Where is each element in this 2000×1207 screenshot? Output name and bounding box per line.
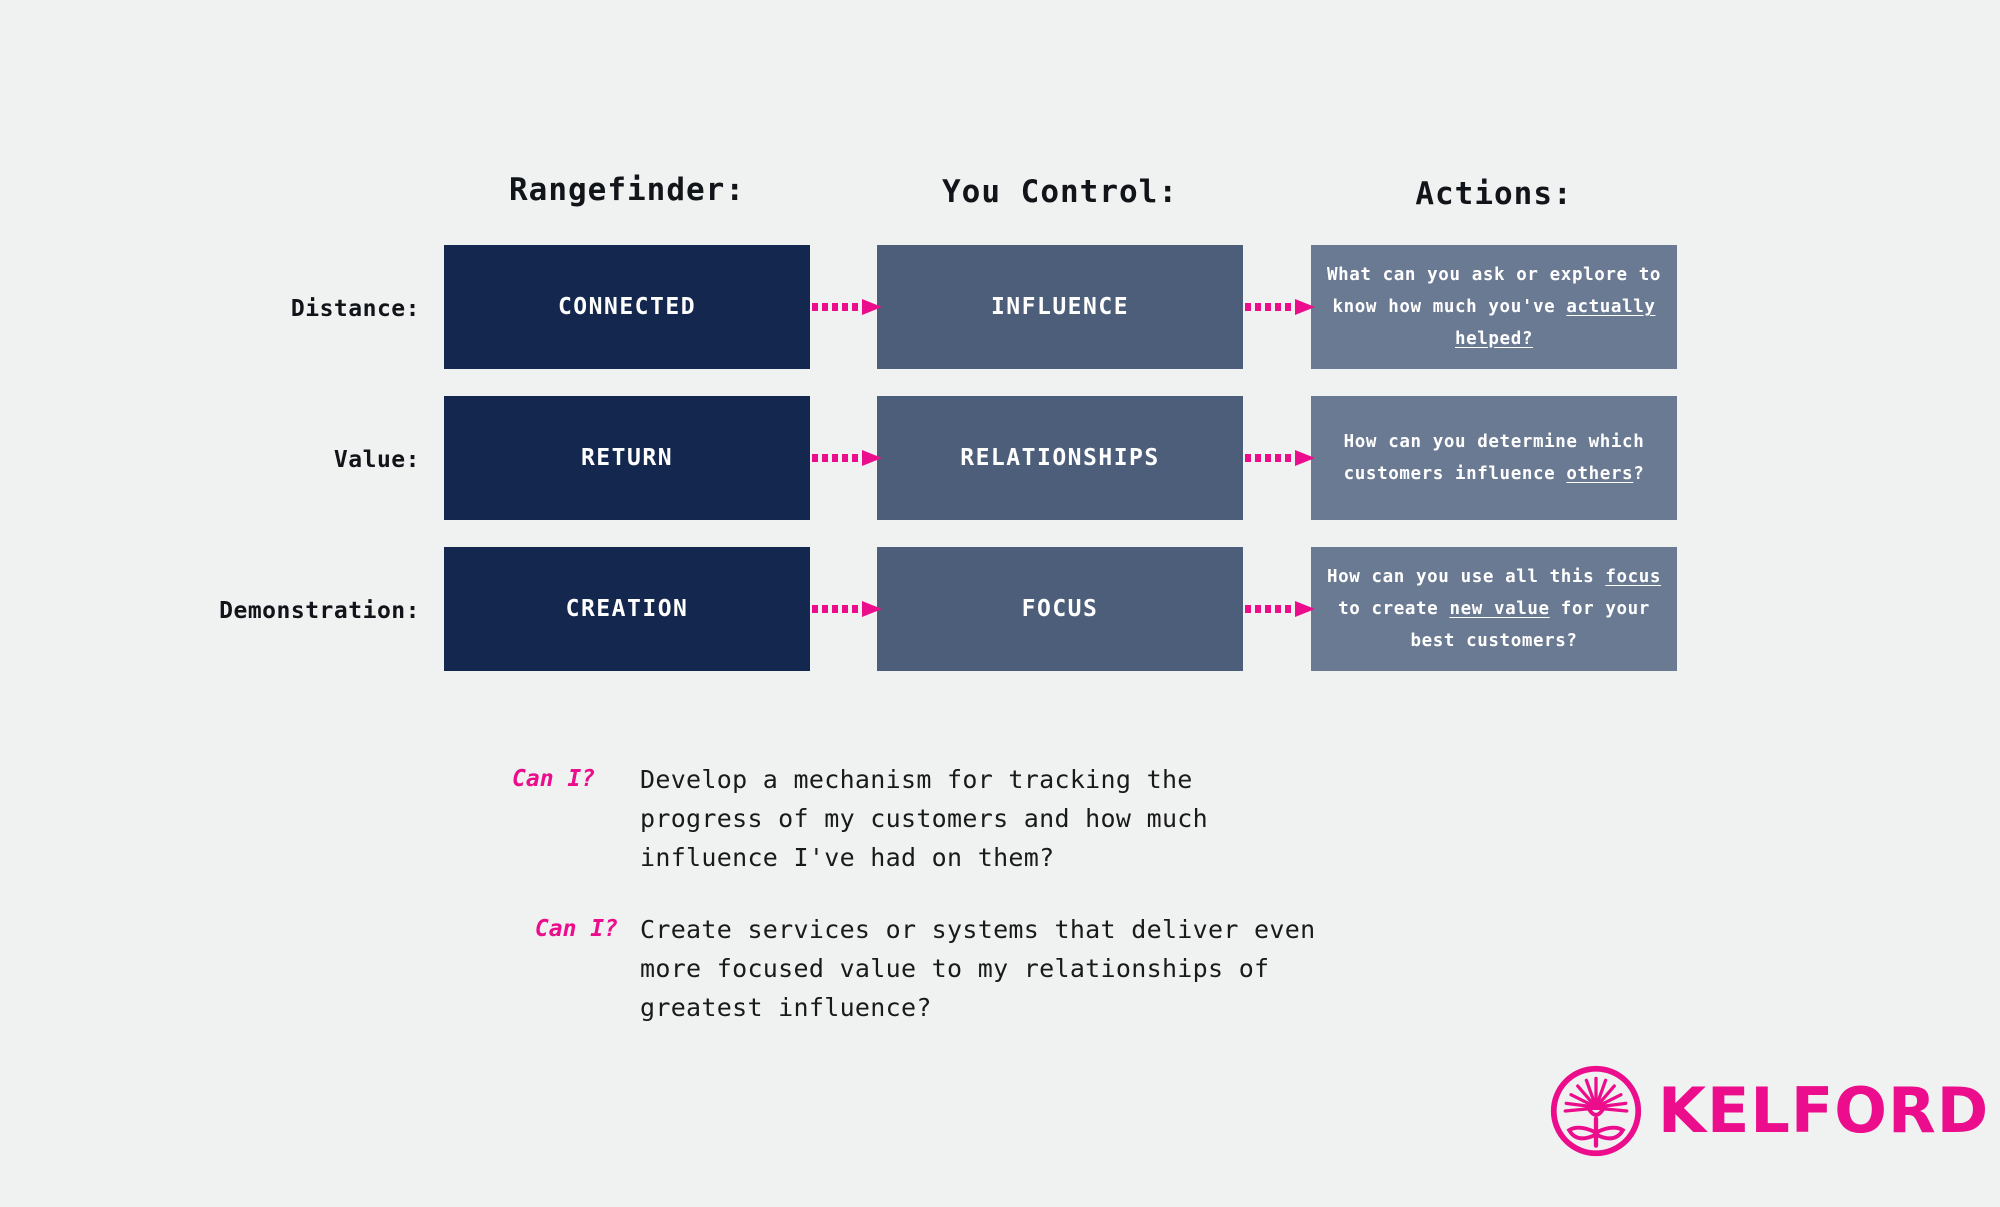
arrow-connector-icon — [1245, 601, 1315, 617]
you-control-box-demonstration[interactable]: FOCUS — [877, 547, 1243, 671]
flower-emblem-icon — [1550, 1065, 1642, 1157]
box-label: RETURN — [580, 445, 674, 471]
action-box-demonstration[interactable]: How can you use all this focus to create… — [1311, 547, 1677, 671]
rangefinder-box-value[interactable]: RETURN — [444, 396, 810, 520]
arrow-connector-icon — [812, 601, 882, 617]
box-label: CONNECTED — [557, 294, 697, 320]
arrow-connector-icon — [1245, 450, 1315, 466]
you-control-box-distance[interactable]: INFLUENCE — [877, 245, 1243, 369]
question-text: Develop a mechanism for tracking the pro… — [640, 765, 1208, 872]
action-box-value[interactable]: How can you determine which customers in… — [1311, 396, 1677, 520]
action-text: What can you ask or explore to know how … — [1326, 265, 1662, 349]
kelford-logo: KELFORD — [1548, 1063, 1989, 1159]
box-label: FOCUS — [1021, 596, 1099, 622]
row-label-value: Value: — [333, 447, 420, 473]
action-text: How can you determine which customers in… — [1343, 432, 1645, 484]
you-control-box-value[interactable]: RELATIONSHIPS — [877, 396, 1243, 520]
action-text: How can you use all this focus to create… — [1326, 567, 1662, 651]
row-label-demonstration: Demonstration: — [219, 598, 420, 624]
row-label-distance: Distance: — [290, 296, 420, 322]
box-label: INFLUENCE — [990, 294, 1130, 320]
column-header-you-control: You Control: — [942, 174, 1178, 210]
can-i-label: Can I? — [512, 766, 596, 792]
can-i-label: Can I? — [534, 916, 618, 942]
question-row: Can I? Create services or systems that d… — [512, 910, 1315, 1027]
question-text: Create services or systems that deliver … — [640, 915, 1316, 1022]
arrow-connector-icon — [812, 450, 882, 466]
box-label: CREATION — [565, 596, 689, 622]
question-row: Can I? Develop a mechanism for tracking … — [512, 760, 1208, 877]
arrow-connector-icon — [1245, 299, 1315, 315]
arrow-connector-icon — [812, 299, 882, 315]
action-box-distance[interactable]: What can you ask or explore to know how … — [1311, 245, 1677, 369]
column-header-rangefinder: Rangefinder: — [509, 172, 745, 208]
box-label: RELATIONSHIPS — [960, 445, 1160, 471]
rangefinder-box-demonstration[interactable]: CREATION — [444, 547, 810, 671]
logo-wordmark: KELFORD — [1658, 1074, 1990, 1147]
rangefinder-box-distance[interactable]: CONNECTED — [444, 245, 810, 369]
column-header-actions: Actions: — [1415, 176, 1573, 212]
